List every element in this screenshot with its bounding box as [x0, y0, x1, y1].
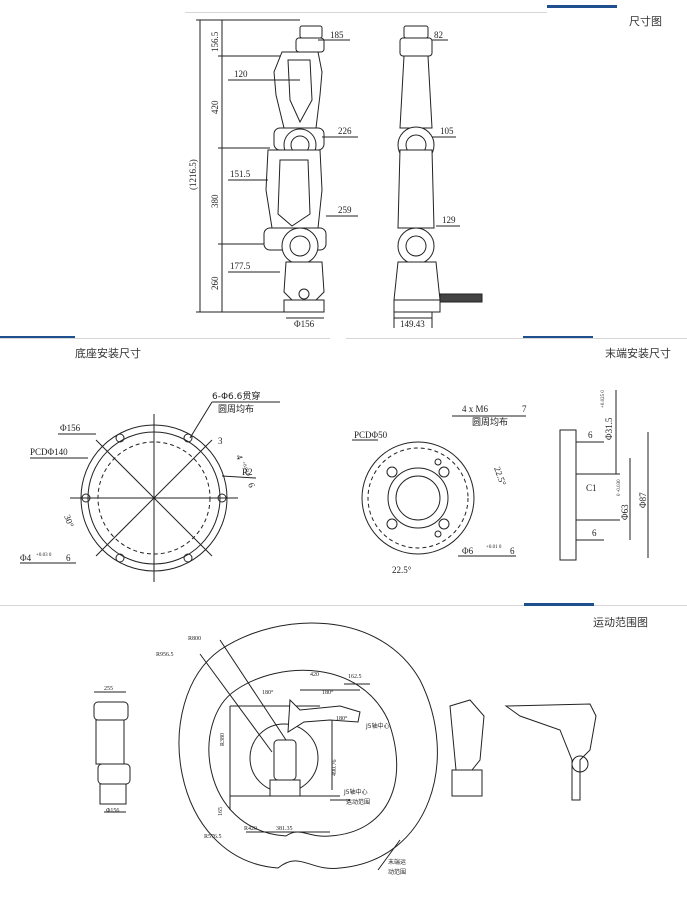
label-motion-angle-c: 180° [336, 715, 348, 722]
end-mount-drawing [352, 390, 649, 561]
label-motion-d255: 255 [104, 686, 113, 692]
label-holes-sub: 圆周均布 [218, 403, 254, 415]
label-motion-r576: R576.5 [204, 834, 222, 840]
label-motion-d381: 381.35 [276, 826, 293, 832]
label-base-angle-small: 3 [218, 436, 223, 446]
label-elbow-right: 226 [338, 126, 352, 136]
label-wrist-right: 259 [338, 205, 352, 215]
label-end-thread-depth: 7 [522, 404, 527, 414]
label-motion-d165: 165 [218, 807, 224, 816]
label-end-pin: Φ6 [462, 546, 474, 556]
label-overall-height: (1216.5) [188, 159, 198, 190]
label-end-dia-mid: Φ63 [620, 504, 630, 520]
label-base-pin-tol: +0.03 0 [240, 461, 250, 478]
label-end-chamfer: C1 [586, 483, 597, 493]
label-motion-d156: Φ156 [106, 808, 119, 814]
label-motion-d420: 420 [310, 672, 319, 678]
label-top-offset: 185 [330, 30, 344, 40]
label-seg-lower: 380 [210, 194, 220, 208]
label-base-pin-depth-b: 6 [66, 553, 71, 563]
label-motion-end-range-b: 动范围 [388, 868, 406, 876]
label-motion-r956: R956.5 [156, 652, 174, 658]
label-end-dia-mid-tol: 0 -0.030 [617, 479, 622, 496]
label-motion-j5-center: J5轴中心 [365, 722, 390, 730]
section-rule-base [0, 338, 330, 339]
section-rule-motion [0, 605, 687, 606]
label-base-angle: 30° [62, 513, 76, 529]
section-accent-base [0, 336, 75, 339]
label-end-thread-sub: 圆周均布 [472, 416, 508, 428]
label-wrist-left: 177.5 [230, 261, 251, 271]
section-accent-end [523, 336, 593, 339]
label-end-dia-small: Φ31.5 [604, 417, 614, 440]
label-end-thread: 4 x M6 [462, 404, 489, 414]
section-title-base-mount: 底座安装尺寸 [75, 347, 141, 360]
label-motion-d490: 490.76 [332, 760, 338, 777]
label-end-flange-top: 6 [588, 430, 593, 440]
label-mid-width: 105 [440, 126, 454, 136]
label-end-dia-small-tol: +0.025 0 [601, 390, 606, 408]
label-motion-angle-a: 180° [262, 689, 274, 696]
label-motion-d162: 162.5 [348, 674, 362, 680]
label-base-width: 149.43 [400, 319, 425, 329]
section-title-dimensions: 尺寸图 [629, 15, 662, 28]
label-low-width: 129 [442, 215, 456, 225]
label-end-pin-tol: +0.01 0 [486, 545, 502, 550]
label-seg-top: 156.5 [210, 31, 220, 52]
label-elbow-left: 151.5 [230, 169, 251, 179]
label-end-dia-big: Φ87 [638, 492, 648, 508]
label-seg-upper: 420 [210, 100, 220, 114]
label-base-pin-tol-b: +0.03 0 [36, 553, 52, 558]
label-base-outer-dia: Φ156 [60, 423, 81, 433]
section-accent-top [547, 5, 617, 8]
label-motion-r420: R420 [244, 826, 257, 832]
label-motion-end-range-a: 末端运 [388, 858, 406, 866]
motion-range-drawing [93, 622, 597, 871]
front-view-robot [393, 25, 483, 328]
label-motion-j5-range-a: J5轴中心 [343, 788, 368, 796]
label-end-angle-a: 22.5° [492, 465, 508, 487]
label-base-pin-depth: 4 [234, 453, 245, 461]
label-end-angle-b: 22.5° [392, 565, 412, 575]
label-base-pin-depth2: 6 [246, 481, 257, 489]
label-end-pin-depth: 6 [510, 546, 515, 556]
label-motion-r380: R380 [220, 733, 226, 746]
label-base-pin-note: Φ4 [20, 553, 32, 563]
section-rule-end [346, 338, 687, 339]
label-upper-offset: 120 [234, 69, 248, 79]
label-motion-angle-b: 180° [322, 689, 334, 696]
label-motion-j5-range-b: 运动范围 [346, 798, 370, 806]
label-base-pcd: PCDΦ140 [30, 447, 68, 457]
label-end-pcd: PCDΦ50 [354, 430, 388, 440]
section-rule-top [185, 12, 547, 13]
label-base-dia: Φ156 [294, 319, 315, 329]
label-base-radius: R2 [242, 467, 253, 477]
section-title-end-mount: 末端安装尺寸 [605, 347, 671, 360]
label-holes-note: 6-Φ6.6贯穿 [212, 390, 260, 402]
label-end-flange-bot: 6 [592, 528, 597, 538]
label-seg-base: 260 [210, 276, 220, 290]
label-top-width: 82 [434, 30, 443, 40]
side-view-robot [196, 19, 358, 319]
base-mount-drawing [20, 401, 280, 582]
label-motion-r800: R800 [188, 636, 201, 642]
section-title-motion-range: 运动范围图 [593, 616, 648, 629]
section-accent-motion [524, 603, 594, 606]
